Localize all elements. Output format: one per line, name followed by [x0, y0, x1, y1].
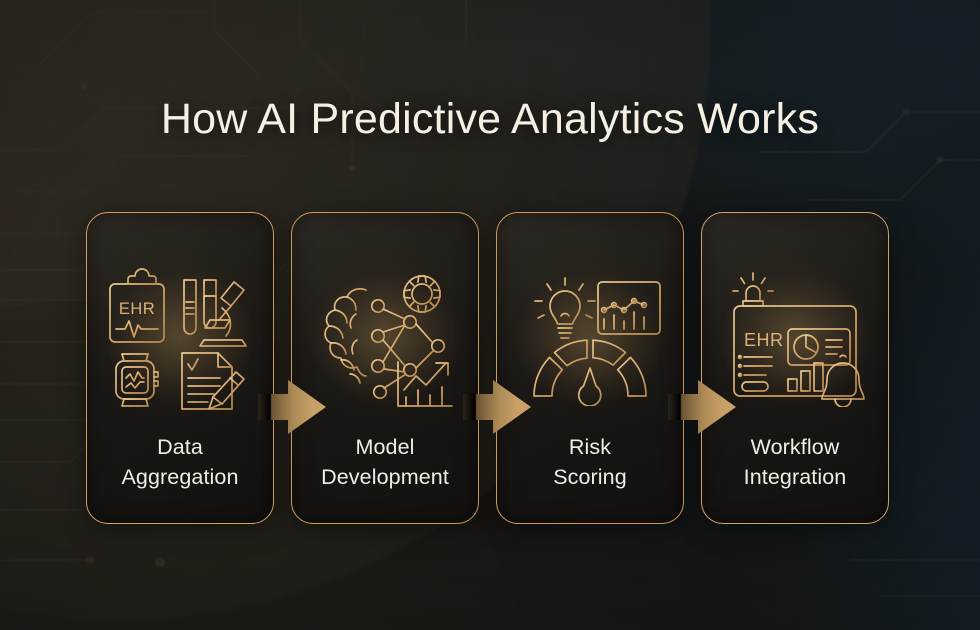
step-1-label-line2: Aggregation [121, 465, 239, 490]
analytics-window-icon [597, 281, 661, 335]
brain-neural-network-icon [324, 287, 446, 400]
step-1-label: Data Aggregation [87, 432, 273, 493]
alarm-light-icon [732, 272, 774, 307]
step-3-label-line2: Scoring [553, 465, 627, 490]
arrow-2-to-3 [463, 380, 531, 434]
step-card-workflow-integration[interactable]: EHR [701, 212, 889, 524]
step-card-data-aggregation[interactable]: EHR [86, 212, 274, 524]
step-2-label: Model Development [292, 432, 478, 493]
step-card-model-development[interactable]: Model Development [291, 212, 479, 524]
smartwatch-icon [115, 353, 159, 407]
gauge-meter-icon [533, 339, 647, 406]
growth-chart-icon [397, 361, 453, 407]
bar-chart-icon [787, 362, 824, 392]
lightbulb-icon [534, 277, 596, 339]
checklist-pen-icon [181, 352, 245, 410]
page-title: How AI Predictive Analytics Works [160, 95, 820, 143]
step-1-icon-group: EHR [87, 259, 273, 419]
pie-chart-icon [787, 328, 851, 366]
step-3-label-line1: Risk [568, 434, 612, 459]
bell-icon [821, 354, 865, 407]
ehr-dashboard-icon: EHR [733, 305, 857, 397]
step-4-label-line2: Integration [743, 465, 847, 490]
step-card-risk-scoring[interactable]: Risk Scoring [496, 212, 684, 524]
step-3-label: Risk Scoring [497, 432, 683, 493]
step-2-label-line1: Model [355, 434, 415, 459]
arrow-3-to-4 [668, 380, 736, 434]
arrow-1-to-2 [258, 380, 326, 434]
step-1-label-line1: Data [157, 434, 203, 459]
svg-text:EHR: EHR [744, 330, 784, 350]
gear-icon [403, 275, 441, 313]
step-2-label-line2: Development [321, 465, 449, 490]
test-tube-microscope-icon [181, 279, 247, 347]
step-4-label-line1: Workflow [750, 434, 840, 459]
ehr-clipboard-icon: EHR [109, 268, 165, 343]
step-4-label: Workflow Integration [702, 432, 888, 493]
svg-text:EHR: EHR [119, 300, 155, 318]
